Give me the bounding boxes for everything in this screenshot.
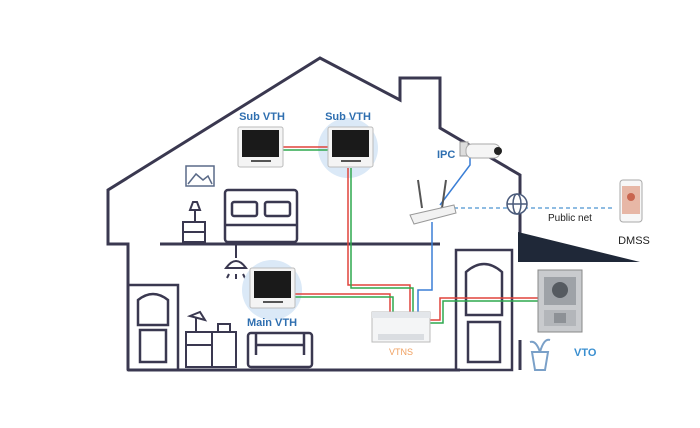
router-icon (409, 179, 457, 225)
globe-icon (506, 193, 528, 215)
main-vth-label: Main VTH (247, 317, 297, 329)
sub-vth-right-device (327, 126, 374, 168)
left-door (126, 283, 180, 372)
plant-pot-icon (529, 338, 551, 371)
vtns-label: VTNS (389, 347, 413, 357)
sub-vth-left-device (237, 126, 284, 168)
wall-picture-icon (185, 165, 215, 187)
dmss-label: DMSS (618, 235, 650, 247)
public-net-label: Public net (548, 213, 592, 224)
main-vth-device (249, 267, 296, 309)
vto-device (537, 269, 583, 333)
sub-vth-left-label: Sub VTH (239, 111, 285, 123)
sub-vth-right-label: Sub VTH (325, 111, 371, 123)
ipc-label: IPC (437, 149, 455, 161)
vto-label: VTO (574, 347, 597, 359)
right-door (454, 248, 514, 372)
desk-icon (185, 310, 237, 368)
sofa-icon (246, 331, 314, 369)
ipc-camera-icon (459, 141, 502, 159)
vtns-device (371, 311, 431, 343)
ceiling-lamp-icon (224, 244, 248, 279)
bed-icon (223, 188, 299, 244)
house-outline (106, 56, 522, 372)
vto-canopy (518, 232, 640, 262)
wiring (283, 146, 538, 324)
nightstand-icon (182, 201, 206, 243)
phone-icon (619, 179, 643, 223)
